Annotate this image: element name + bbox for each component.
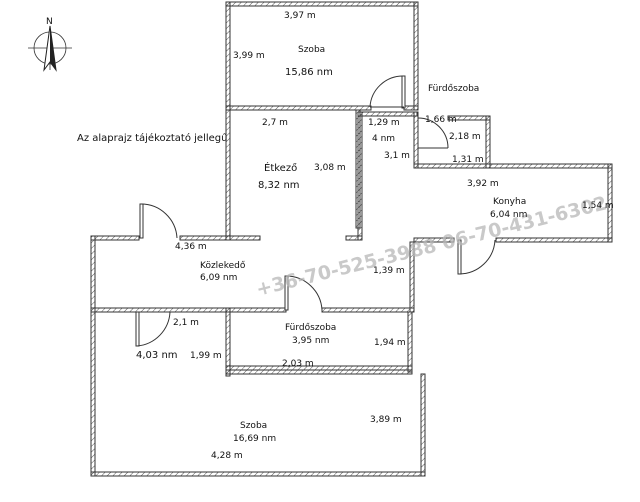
left-height: 1,99 m: [190, 351, 222, 361]
top-room-area: 15,86 nm: [285, 67, 333, 78]
bath-width: 2,1 m: [173, 318, 199, 328]
small-w2: 1,66 m: [425, 115, 457, 125]
kitchen-name: Konyha: [493, 197, 526, 207]
small-w3: 1,31 m: [452, 155, 484, 165]
kitchen-height: 1,54 m: [582, 201, 614, 211]
top-room-width: 3,97 m: [284, 11, 316, 21]
small-d: 3,1 m: [384, 151, 410, 161]
compass: N: [28, 17, 72, 72]
small-area: 4 nm: [372, 134, 395, 144]
walls: [90, 1, 613, 477]
doors: [135, 75, 496, 347]
watermark-phone: +36-70-525-3988 06-70-431-6302: [254, 192, 609, 301]
dining-name: Étkező: [264, 161, 297, 174]
disclaimer-note: Az alaprajz tájékoztató jellegű: [77, 132, 227, 144]
north-label: N: [46, 17, 53, 27]
big-room-area: 16,69 nm: [233, 434, 276, 444]
room-labels: 3,97 m 3,99 m Szoba 15,86 nm Fürdőszoba …: [136, 11, 614, 461]
left-area: 4,03 nm: [136, 350, 178, 361]
small-w1: 1,29 m: [368, 118, 400, 128]
dining-height: 3,08 m: [314, 163, 346, 173]
big-room-height: 3,89 m: [370, 415, 402, 425]
small-h: 2,18 m: [449, 132, 481, 142]
top-room-name: Szoba: [298, 45, 325, 55]
kitchen-area: 6,04 nm: [490, 210, 527, 220]
big-room-name: Szoba: [240, 421, 267, 431]
hall-width: 4,36 m: [175, 242, 207, 252]
kitchen-width: 3,92 m: [467, 179, 499, 189]
hall-area: 6,09 nm: [200, 273, 237, 283]
bath-height: 1,94 m: [374, 338, 406, 348]
bath-bottom-width: 2,03 m: [282, 359, 314, 369]
big-room-width: 4,28 m: [211, 451, 243, 461]
hall-name: Közlekedő: [200, 261, 246, 271]
dining-width: 2,7 m: [262, 118, 288, 128]
top-room-height: 3,99 m: [233, 51, 265, 61]
hall-height: 1,39 m: [373, 266, 405, 276]
bath-name: Fürdőszoba: [285, 323, 336, 333]
bath-area: 3,95 nm: [292, 336, 329, 346]
bath-top-name: Fürdőszoba: [428, 84, 479, 94]
dining-area: 8,32 nm: [258, 180, 300, 191]
